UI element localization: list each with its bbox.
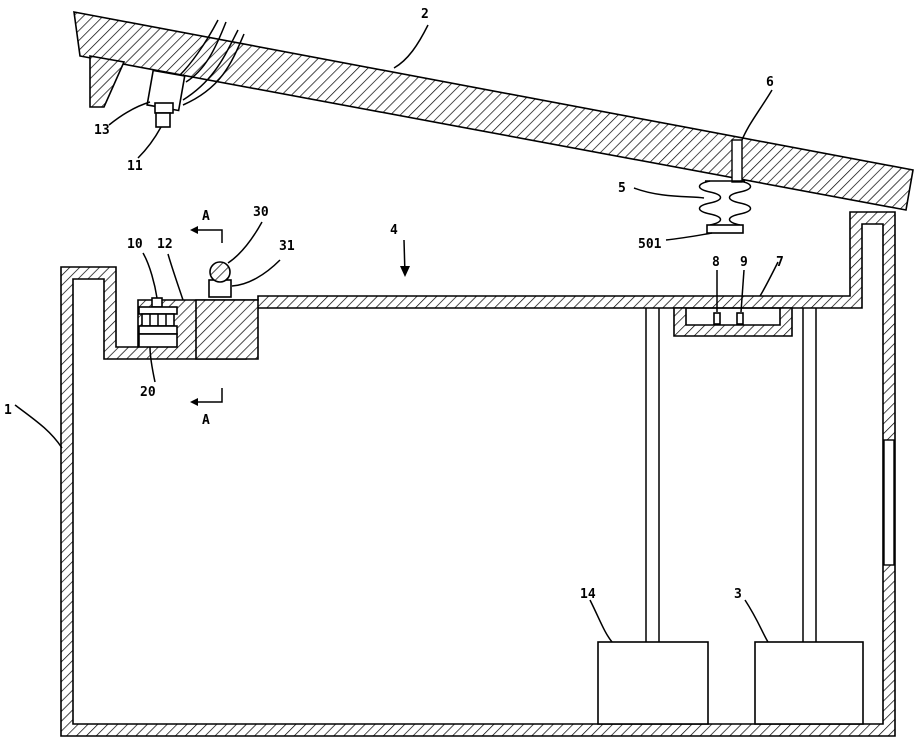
label-10: 10 (127, 237, 143, 252)
label-9: 9 (740, 255, 748, 270)
cover-plate (74, 12, 913, 210)
section-mark-bottom (190, 388, 222, 406)
label-8: 8 (712, 255, 720, 270)
lens (156, 113, 170, 127)
label-4: 4 (390, 223, 398, 238)
label-7: 7 (776, 255, 784, 270)
section-mark-top (190, 226, 222, 243)
box-14 (598, 642, 708, 724)
cover-bolt (732, 140, 742, 182)
box-3 (755, 642, 863, 724)
label-1: 1 (4, 403, 12, 418)
label-14: 14 (580, 587, 596, 602)
section-label-bottom: A (202, 413, 210, 428)
contact-8 (714, 313, 720, 324)
label-30: 30 (253, 205, 269, 220)
contact-9 (737, 313, 743, 324)
ball (210, 262, 230, 282)
label-11: 11 (127, 159, 143, 174)
label-12: 12 (157, 237, 173, 252)
leader-lines (15, 25, 778, 642)
label-5: 5 (618, 181, 626, 196)
side-window (884, 440, 894, 565)
chip-base (139, 334, 177, 347)
label-501: 501 (638, 237, 662, 252)
label-31: 31 (279, 239, 295, 254)
section-label-top: A (202, 209, 210, 224)
spring-contact (707, 225, 743, 233)
pipes (646, 308, 816, 642)
label-20: 20 (140, 385, 156, 400)
spring (700, 181, 751, 225)
label-2: 2 (421, 7, 429, 22)
label-6: 6 (766, 75, 774, 90)
label-3: 3 (734, 587, 742, 602)
label-13: 13 (94, 123, 110, 138)
tray (674, 308, 792, 336)
cover-bracket (90, 56, 124, 107)
boss-block (196, 300, 258, 359)
